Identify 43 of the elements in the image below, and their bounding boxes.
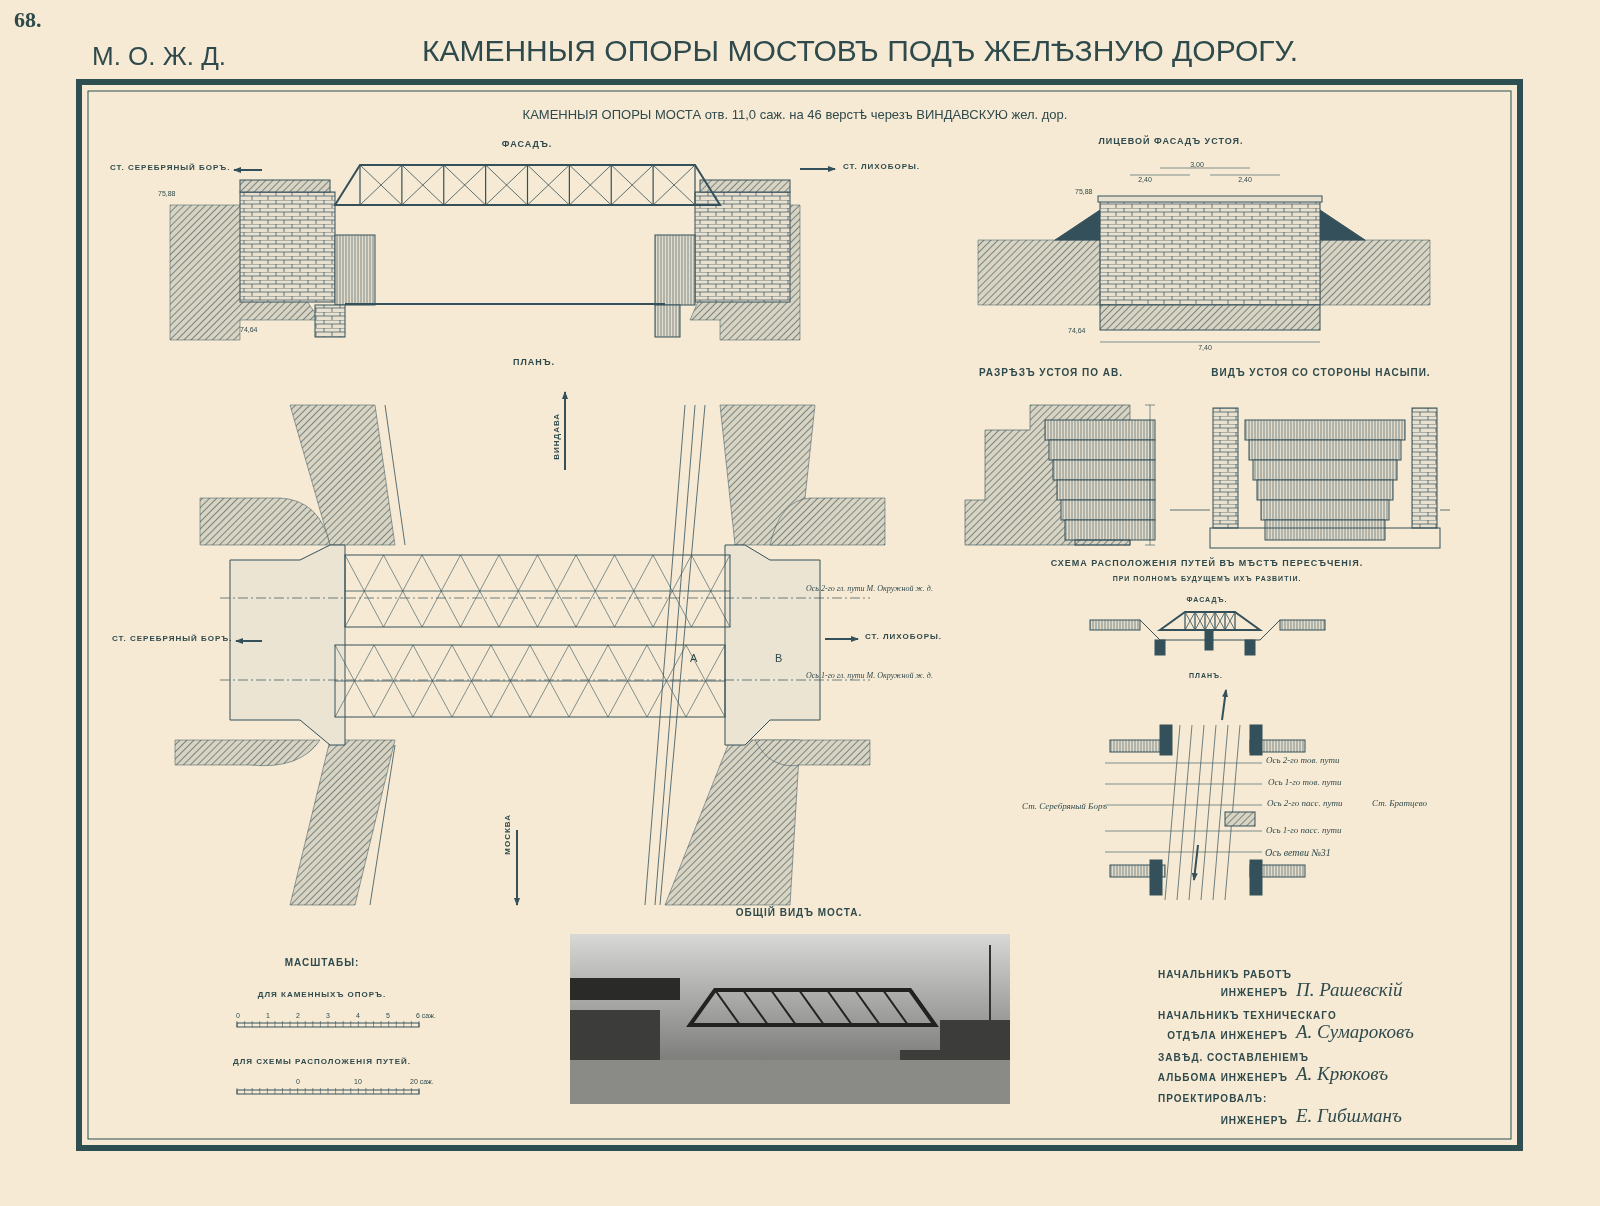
sheet-number: 68. [14, 8, 42, 33]
drawing-label: Ось 2-го тов. пути [1266, 756, 1340, 766]
drawing-label: ПЛАНЪ. [512, 358, 556, 368]
drawing-label: Ось 2-го пасс. пути [1267, 799, 1343, 809]
drawing-label: Ст. Братцево [1372, 799, 1428, 809]
drawing-label: ИНЖЕНЕРЪ [1220, 987, 1288, 998]
drawing-label: СХЕМА РАСПОЛОЖЕНІЯ ПУТЕЙ ВЪ МѢСТѢ ПЕРЕСѢЧЕНІЯ. [1050, 559, 1364, 569]
signature: А. Крюковъ [1296, 1064, 1389, 1085]
signature: Е. Гибшманъ [1296, 1106, 1402, 1127]
drawing-label: Ось ветви №31 [1265, 847, 1331, 858]
drawing-label: СТ. ЛИХОБОРЫ. [843, 163, 921, 172]
drawing-label: В [775, 652, 783, 665]
drawing-label: МОСКВА [503, 814, 513, 855]
sheet-title: КАМЕННЫЯ ОПОРЫ МОСТОВЪ ПОДЪ ЖЕЛѢЗНУЮ ДОРОГУ. [421, 34, 1299, 67]
drawing-label: ЛИЦЕВОЙ ФАСАДЪ УСТОЯ. [1098, 137, 1244, 147]
drawing-label: ВИНДАВА [552, 412, 562, 460]
drawing-label: НАЧАЛЬНИКЪ ТЕХНИЧЕСКАГО [1158, 1010, 1337, 1021]
drawing-label: ДЛЯ КАМЕННЫХЪ ОПОРЪ. [257, 991, 387, 1000]
drawing-label: Ось 1-го гл. пути М. Окружной ж. д. [806, 672, 933, 681]
drawing-label: ЗАВѢД. СОСТАВЛЕНІЕМЪ [1158, 1052, 1309, 1063]
drawing-label: ОТДѢЛА ИНЖЕНЕРЪ [1167, 1030, 1288, 1041]
drawing-label: СТ. СЕРЕБРЯНЫЙ БОРЪ. [112, 635, 233, 644]
drawing-label: ФАСАДЪ. [501, 140, 553, 150]
drawing-label: ВИДЪ УСТОЯ СО СТОРОНЫ НАСЫПИ. [1211, 367, 1431, 378]
drawing-label: ПРОЕКТИРОВАЛЪ: [1158, 1093, 1268, 1104]
drawing-label: Ст. Серебряный Боръ [1022, 802, 1108, 812]
drawing-label: Ось 1-го тов. пути [1268, 778, 1342, 788]
drawing-label: НАЧАЛЬНИКЪ РАБОТЪ [1158, 969, 1293, 980]
drawing-label: МАСШТАБЫ: [284, 957, 360, 968]
drawing-label: А [690, 652, 698, 665]
drawing-label: ИНЖЕНЕРЪ [1220, 1115, 1288, 1126]
drawing-label: СТ. СЕРЕБРЯНЫЙ БОРЪ. [110, 164, 231, 173]
drawing-label: ДЛЯ СХЕМЫ РАСПОЛОЖЕНІЯ ПУТЕЙ. [232, 1058, 412, 1067]
drawing-label: Ось 2-го гл. пути М. Окружной ж. д. [806, 585, 933, 594]
drawing-label: РАЗРѢЗЪ УСТОЯ ПО АВ. [979, 367, 1123, 378]
drawing-label: ОБЩІЙ ВИДЪ МОСТА. [735, 907, 863, 918]
signature: А. Сумароковъ [1296, 1022, 1414, 1043]
signature: П. Рашевскій [1296, 980, 1403, 1001]
railway-initials: М. О. Ж. Д. [92, 42, 227, 71]
sheet-subtitle: КАМЕННЫЯ ОПОРЫ МОСТА отв. 11,0 саж. на 46 верстѣ черезъ ВИНДАВСКУЮ жел. дор. [522, 108, 1068, 123]
drawing-label: Ось 1-го пасс. пути [1266, 826, 1342, 836]
drawing-label: АЛЬБОМА ИНЖЕНЕРЪ [1157, 1072, 1288, 1083]
drawing-label: СТ. ЛИХОБОРЫ. [865, 633, 943, 642]
